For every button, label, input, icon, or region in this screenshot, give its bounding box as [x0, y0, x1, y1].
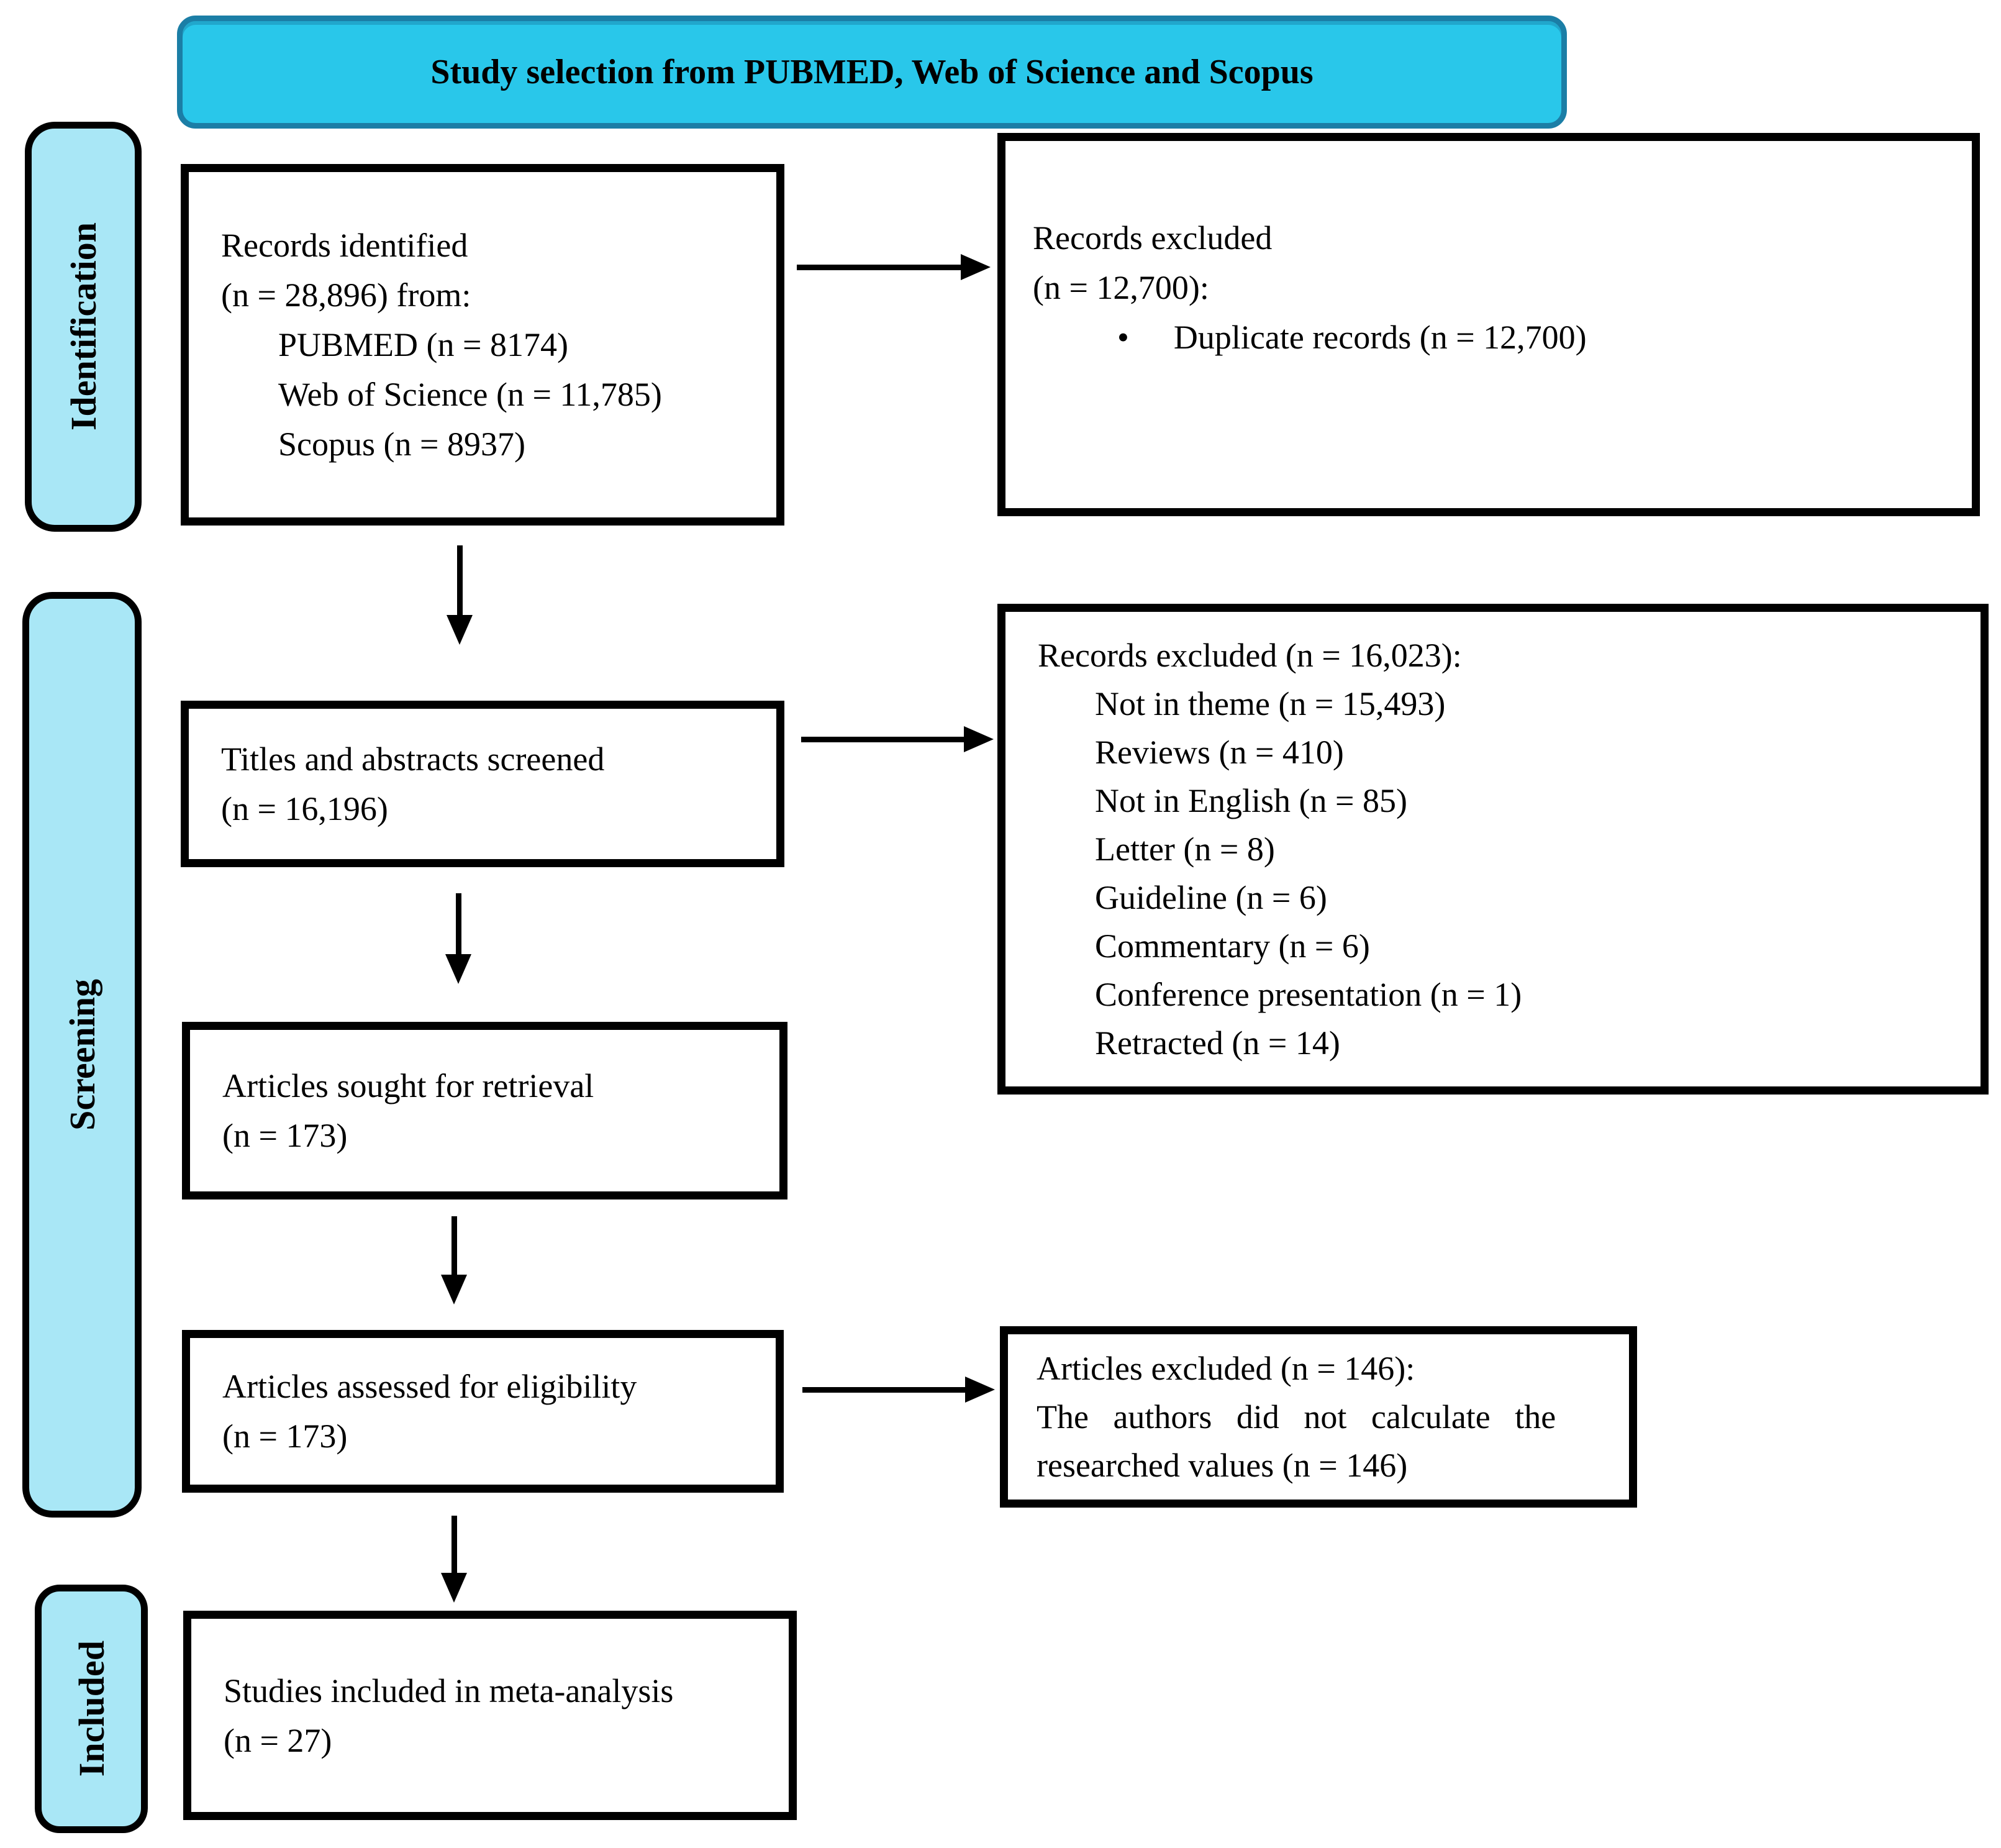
excluded-item-reviews: Reviews (n = 410) — [1095, 734, 1344, 771]
records-identified-item-scopus: Scopus (n = 8937) — [278, 426, 525, 463]
records-identified-item-pubmed: PUBMED (n = 8174) — [278, 326, 568, 363]
arrow-head-down-icon — [447, 615, 473, 645]
title-banner-text: Study selection from PUBMED, Web of Scie… — [430, 53, 1314, 91]
title-banner: Study selection from PUBMED, Web of Scie… — [177, 16, 1567, 129]
titles-screened-line1: Titles and abstracts screened — [221, 740, 605, 778]
stage-label-identification: Identification — [25, 122, 142, 532]
records-excluded-dup-bullet-row: • Duplicate records (n = 12,700) — [1033, 312, 1953, 362]
stage-label-screening-text: Screening — [61, 979, 102, 1131]
articles-assessed-line2: (n = 173) — [222, 1418, 348, 1455]
articles-sought-line1: Articles sought for retrieval — [222, 1067, 594, 1104]
box-articles-assessed: Articles assessed for eligibility (n = 1… — [182, 1330, 784, 1493]
excluded-item-commentary: Commentary (n = 6) — [1095, 927, 1370, 965]
articles-excluded-line2: The authors did not calculate the — [1037, 1398, 1556, 1436]
studies-included-line1: Studies included in meta-analysis — [224, 1672, 674, 1709]
arrow-line — [457, 545, 463, 615]
titles-screened-line2: (n = 16,196) — [221, 790, 388, 827]
box-articles-sought: Articles sought for retrieval (n = 173) — [182, 1022, 787, 1199]
box-records-excluded-screening: Records excluded (n = 16,023): Not in th… — [997, 604, 1989, 1095]
box-studies-included: Studies included in meta-analysis (n = 2… — [183, 1611, 797, 1820]
articles-assessed-line1: Articles assessed for eligibility — [222, 1368, 637, 1405]
arrow-head-right-icon — [965, 1377, 995, 1403]
box-records-identified: Records identified (n = 28,896) from: PU… — [181, 164, 784, 526]
excluded-item-not-in-theme: Not in theme (n = 15,493) — [1095, 685, 1446, 722]
articles-excluded-line1: Articles excluded (n = 146): — [1037, 1350, 1415, 1387]
arrow-line — [456, 893, 461, 954]
box-records-excluded-duplicates: Records excluded (n = 12,700): • Duplica… — [997, 133, 1980, 516]
records-identified-line1: Records identified — [221, 227, 468, 264]
stage-label-identification-text: Identification — [63, 222, 104, 431]
arrow-line — [801, 737, 964, 742]
arrow-head-right-icon — [964, 726, 994, 752]
box-titles-abstracts-screened: Titles and abstracts screened (n = 16,19… — [181, 701, 784, 867]
records-excluded-screening-header: Records excluded (n = 16,023): — [1038, 637, 1462, 674]
arrow-line — [451, 1516, 457, 1573]
articles-excluded-line3: researched values (n = 146) — [1037, 1447, 1408, 1484]
excluded-item-guideline: Guideline (n = 6) — [1095, 879, 1327, 916]
records-excluded-dup-bullet-text: Duplicate records (n = 12,700) — [1173, 318, 1587, 356]
arrow-line — [802, 1387, 965, 1393]
studies-included-line2: (n = 27) — [224, 1721, 332, 1759]
arrow-line — [797, 265, 961, 270]
excluded-item-conference: Conference presentation (n = 1) — [1095, 976, 1522, 1013]
arrow-head-down-icon — [441, 1573, 467, 1603]
arrow-line — [451, 1216, 457, 1275]
arrow-head-down-icon — [441, 1275, 467, 1304]
records-excluded-dup-line1: Records excluded — [1033, 219, 1273, 257]
stage-label-included: Included — [35, 1585, 148, 1833]
records-identified-line2: (n = 28,896) from: — [221, 276, 471, 314]
stage-label-included-text: Included — [71, 1641, 112, 1777]
excluded-item-retracted: Retracted (n = 14) — [1095, 1024, 1340, 1062]
articles-sought-line2: (n = 173) — [222, 1117, 348, 1154]
records-identified-item-wos: Web of Science (n = 11,785) — [278, 376, 662, 413]
stage-label-screening: Screening — [22, 592, 142, 1518]
box-articles-excluded: Articles excluded (n = 146): The authors… — [1000, 1326, 1637, 1508]
arrow-head-down-icon — [445, 954, 471, 984]
bullet-icon: • — [1117, 318, 1129, 356]
arrow-head-right-icon — [961, 254, 991, 280]
excluded-item-not-in-english: Not in English (n = 85) — [1095, 782, 1407, 819]
records-excluded-dup-line2: (n = 12,700): — [1033, 268, 1209, 306]
excluded-item-letter: Letter (n = 8) — [1095, 831, 1275, 868]
